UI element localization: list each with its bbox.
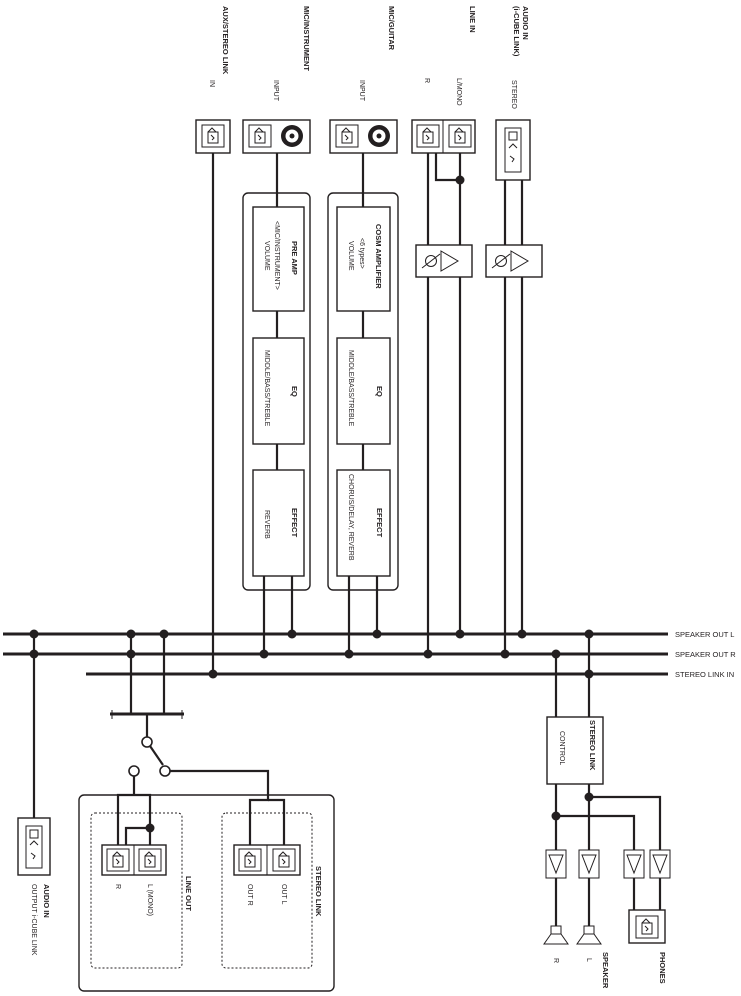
ch2-cosm-amp-line2: VOLUME: [347, 241, 354, 271]
stereo-link-out-title: STEREO LINK: [314, 866, 323, 917]
bus-speaker-out-l-label: SPEAKER OUT L: [675, 630, 734, 639]
audio-in-title-1: AUDIO IN: [521, 6, 530, 40]
phones-r-amp: [649, 849, 671, 879]
audio-out-title: AUDIO IN: [42, 884, 51, 918]
ch2-cosm-amp-block: [336, 206, 391, 312]
bus-stereo-link-in-label: STEREO LINK IN: [675, 670, 734, 679]
ch2-effect-block: [336, 469, 391, 577]
aux-input-title: AUX/STEREO LINK: [221, 6, 230, 75]
line-out-group: [90, 812, 183, 969]
mic-instrument-title: MIC/INSTRUMENT: [302, 6, 311, 71]
phones-l-amp: [623, 849, 645, 879]
ch2-eq-title: EQ: [375, 386, 384, 397]
stereo-link-out-l-label: OUT L: [280, 884, 287, 905]
ch2-effect-title: EFFECT: [375, 508, 384, 538]
ch1-effect-sub: REVERB: [263, 510, 270, 539]
line-out-jack: [101, 844, 167, 876]
speaker-title: SPEAKER: [601, 952, 610, 989]
ch1-preamp-line2: VOLUME: [263, 241, 270, 271]
ch2-eq-sub: MIDDLE/BASS/TREBLE: [347, 350, 354, 427]
line-out-l-label: L (MONO): [146, 884, 153, 916]
mic-guitar-input-jack: [329, 119, 398, 154]
speaker-r-amp: [545, 849, 567, 879]
ch1-eq-block: [252, 337, 305, 445]
mic-guitar-title: MIC/GUITAR: [387, 6, 396, 51]
audio-in-output-icube-link-jack: [17, 817, 51, 876]
ch1-eq-title: EQ: [290, 386, 299, 397]
ch1-effect-title: EFFECT: [290, 508, 299, 538]
audio-in-sub: STEREO: [510, 80, 517, 109]
ch1-effect-block: [252, 469, 305, 577]
stereo-link-out-group: [221, 812, 313, 969]
line-out-r-label: R: [114, 884, 121, 889]
ch2-eq-block: [336, 337, 391, 445]
bus-speaker-out-r-label: SPEAKER OUT R: [675, 650, 736, 659]
line-in-jack: [411, 119, 476, 154]
aux-input-sub: IN: [208, 80, 215, 87]
phones-title: PHONES: [658, 952, 667, 984]
ch1-preamp-line1: <MIC/INSTRUMENT>: [273, 221, 280, 290]
speaker-l-amp: [578, 849, 600, 879]
ch1-eq-sub: MIDDLE/BASS/TREBLE: [263, 350, 270, 427]
speaker-r-label: R: [552, 958, 559, 963]
stereo-link-control-block: [546, 716, 604, 785]
junction-dots: [29, 175, 594, 833]
audio-in-level-control: [485, 244, 543, 278]
mic-instrument-input-jack: [242, 119, 311, 154]
phones-jack: [628, 909, 666, 944]
output-select-switch-contact-a: [128, 765, 140, 777]
ch1-preamp-title: PRE AMP: [290, 241, 299, 275]
mic-guitar-sub: INPUT: [358, 80, 365, 102]
audio-in-icube-link-jack: [495, 119, 531, 181]
speaker-l-label: L: [585, 958, 592, 962]
speaker-r-icon: [543, 925, 569, 945]
ch2-effect-sub: CHORUS/DELAY, REVERB: [347, 474, 354, 561]
line-out-title: LINE OUT: [184, 876, 193, 911]
stereo-link-out-r-label: OUT R: [246, 884, 253, 906]
ch1-preamp-block: [252, 206, 305, 312]
stereo-link-control-sub: CONTROL: [558, 731, 565, 765]
ch2-cosm-amp-title: COSM AMPLIFIER: [374, 224, 383, 289]
mic-instrument-sub: INPUT: [272, 80, 279, 102]
line-in-sub-r: R: [423, 78, 430, 83]
stereo-link-control-title: STEREO LINK: [588, 720, 597, 771]
line-in-sub-l: L/MONO: [455, 78, 462, 106]
ch2-cosm-amp-line1: <6 types>: [358, 238, 365, 269]
line-in-title: LINE IN: [468, 6, 477, 33]
output-select-switch-contact-b: [159, 765, 171, 777]
aux-stereo-link-in-jack: [195, 119, 231, 154]
line-in-level-control: [415, 244, 473, 278]
output-frame: [78, 794, 335, 992]
speaker-l-icon: [576, 925, 602, 945]
audio-in-title-2: (i-CUBE LINK): [512, 6, 521, 57]
stereo-link-out-jack: [233, 844, 301, 876]
audio-out-sub: OUTPUT i-CUBE LINK: [30, 884, 37, 956]
output-select-switch-pivot: [141, 736, 153, 748]
